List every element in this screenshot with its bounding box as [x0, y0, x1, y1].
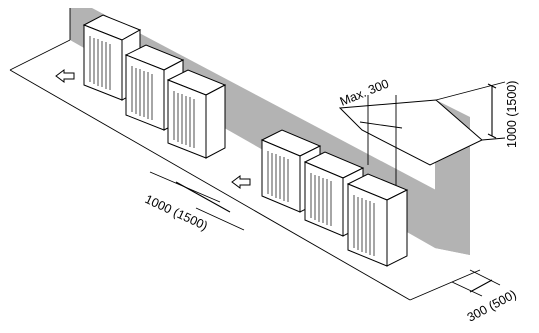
- unit-grille: [89, 36, 111, 90]
- row-gap-dimension: [149, 171, 245, 231]
- row-gap-label: 1000 (1500): [143, 192, 210, 233]
- airflow-arrow-icon: [55, 69, 75, 83]
- unit-grille: [173, 91, 195, 148]
- unit-grille: [353, 195, 375, 256]
- rear-clearance-label: 300 (500): [465, 287, 519, 324]
- max-clearance-dimension: [359, 95, 403, 185]
- front-row-units: [260, 129, 409, 267]
- side-wall-top: [338, 99, 483, 166]
- airflow-arrow-icon: [231, 175, 251, 189]
- floor-outline: [9, 8, 481, 301]
- unit-side: [205, 84, 226, 159]
- wall-height-dimension: [435, 81, 506, 141]
- unit-side: [386, 189, 408, 267]
- unit-grille: [310, 173, 332, 226]
- back-row-units: [82, 14, 227, 159]
- unit-grille: [267, 151, 289, 202]
- rear-clearance-dimension: [451, 269, 501, 297]
- wall-height-label: 1000 (1500): [505, 81, 519, 148]
- unit-grille: [131, 66, 153, 120]
